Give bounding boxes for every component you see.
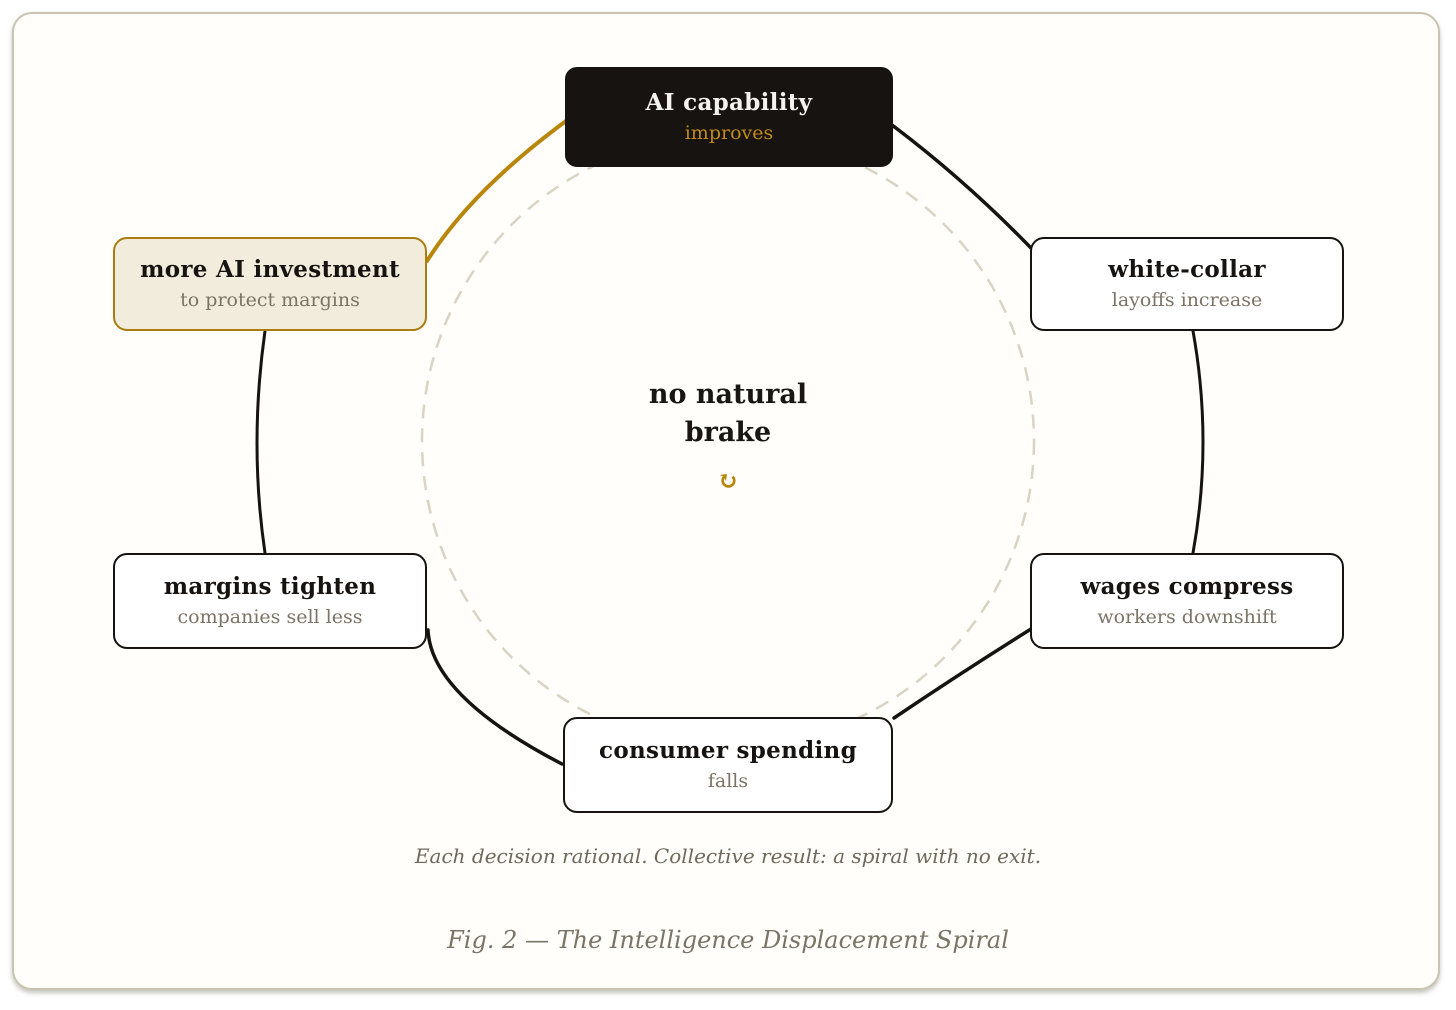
node-subtitle: improves bbox=[684, 121, 774, 144]
node-title: white-collar bbox=[1108, 256, 1266, 284]
node-white-collar: white-collar layoffs increase bbox=[1030, 237, 1344, 331]
node-title: wages compress bbox=[1080, 573, 1294, 601]
figure-label: Fig. 2 — The Intelligence Displacement S… bbox=[447, 926, 1009, 954]
figure-caption: Each decision rational. Collective resul… bbox=[414, 844, 1042, 868]
node-more-ai-investment: more AI investment to protect margins bbox=[113, 237, 427, 331]
node-title: AI capability bbox=[645, 89, 813, 117]
node-consumer-spending: consumer spending falls bbox=[563, 717, 893, 813]
node-title: more AI investment bbox=[140, 256, 400, 284]
center-label: no natural brake ↻ bbox=[618, 376, 838, 493]
cycle-icon: ↻ bbox=[717, 465, 739, 495]
node-ai-capability: AI capability improves bbox=[565, 67, 893, 167]
node-title: consumer spending bbox=[599, 737, 857, 765]
node-subtitle: layoffs increase bbox=[1111, 288, 1263, 311]
node-wages-compress: wages compress workers downshift bbox=[1030, 553, 1344, 649]
node-subtitle: companies sell less bbox=[177, 605, 363, 628]
node-subtitle: falls bbox=[707, 769, 749, 792]
center-title: no natural brake bbox=[648, 379, 808, 448]
node-subtitle: workers downshift bbox=[1097, 605, 1277, 628]
node-subtitle: to protect margins bbox=[180, 288, 360, 311]
node-title: margins tighten bbox=[163, 573, 377, 601]
node-margins-tighten: margins tighten companies sell less bbox=[113, 553, 427, 649]
